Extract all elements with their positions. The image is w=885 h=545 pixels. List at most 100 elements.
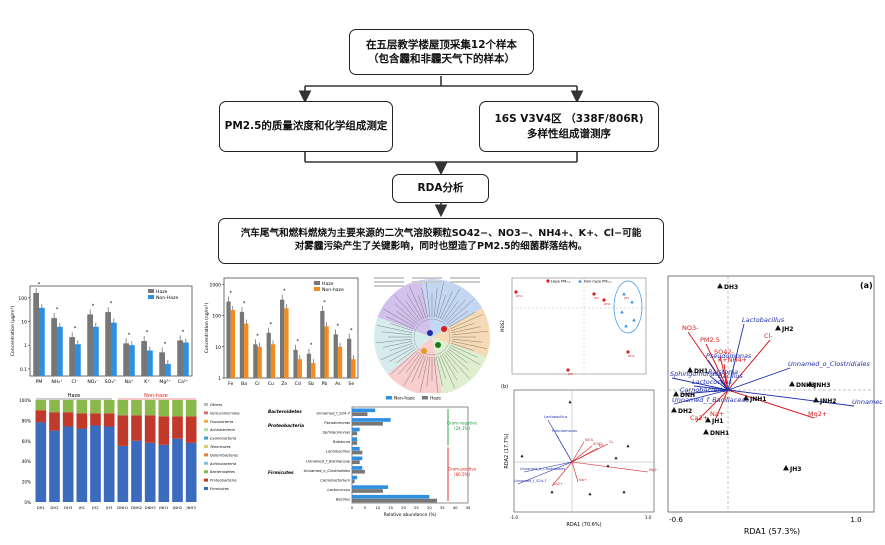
species-arrow (707, 359, 729, 391)
bar-segment-firmicutes (49, 430, 60, 502)
x-tick-label: Mg²⁺ (159, 379, 171, 385)
x-tick-label: 10 (375, 505, 380, 510)
bar-nonhaze (352, 485, 389, 489)
bar-segment-other-phyla (185, 400, 197, 417)
sample-point (687, 367, 693, 373)
ion-label: Na+ (710, 410, 724, 418)
nonhaze-cluster-ellipse (613, 280, 643, 334)
tree-branch (398, 351, 419, 375)
tree-branch (420, 356, 429, 392)
y-axis-label: Concentration (ng/m³) (204, 303, 210, 353)
sample-point (520, 454, 524, 458)
species-label: Lactobacillus (544, 415, 568, 419)
ion-arrow (551, 461, 573, 487)
tree-branch (382, 331, 413, 336)
bar-haze (177, 340, 183, 376)
legend-label-nonhaze: Non-Haze (156, 295, 178, 301)
plot-frame (223, 277, 359, 379)
bar-segment-firmicutes (35, 422, 47, 502)
legend-swatch (204, 436, 208, 440)
legend-swatch (204, 445, 208, 448)
tree-branch (421, 288, 429, 318)
flow-step-sampling: 在五层教学楼屋顶采集12个样本 （包含霾和非霾天气下的样本） (349, 29, 534, 75)
flow-step-sampling-line2: （包含霾和非霾天气下的样本） (368, 53, 515, 65)
sample-point (622, 490, 626, 494)
bar-nonhaze (352, 456, 363, 461)
legend-label: Actinobacteria (209, 462, 236, 466)
legend-label: Acidobacteria (209, 428, 235, 432)
bar-nonhaze (352, 466, 363, 470)
bar-nonhaze (75, 344, 81, 376)
sample-point (743, 395, 749, 401)
bar-nonhaze (129, 345, 135, 376)
ion-label: SO42- (714, 348, 735, 356)
gram-negative-label: Gram-negative (447, 420, 478, 425)
x-tick-label: JH2 (91, 505, 99, 510)
sample-label: JH3 (623, 296, 629, 300)
species-arrow (709, 375, 729, 391)
tree-legend-entry (374, 285, 404, 287)
tree-branch (443, 301, 459, 321)
bar-nonhaze (230, 309, 235, 378)
bar-haze (352, 498, 438, 503)
legend-label-nonhaze: Non-haze (322, 287, 344, 293)
x-tick-label: NO₃⁻ (87, 379, 99, 385)
bar-nonhaze (311, 363, 316, 378)
bar-haze (159, 352, 165, 376)
x-axis-label: RDA1 (70.6%) (566, 522, 601, 528)
y-tick-label: 60% (22, 439, 31, 444)
significance-mark: * (92, 303, 95, 309)
legend-label: Tenericutes (210, 445, 231, 449)
taxon-label: Carnobacterium (320, 479, 350, 483)
x-tick-label: NH₄⁺ (51, 379, 63, 385)
y-axis-label: MDS2 (500, 320, 505, 332)
species-arrow (719, 379, 729, 391)
flow-step-chemistry-label: PM2.5的质量浓度和化学组成测定 (224, 120, 388, 133)
bar-nonhaze (183, 342, 189, 376)
x-tick-label: Ca²⁺ (178, 379, 189, 385)
tree-branch (445, 299, 466, 323)
sample-point (775, 325, 781, 331)
ion-label: NO3- (682, 324, 699, 332)
bar-nonhaze (111, 322, 117, 376)
bar-haze (266, 332, 271, 378)
tree-inner-ring (413, 318, 451, 356)
y-tick-label: 100 (18, 296, 27, 302)
x-tick-label: JNH3 (186, 505, 197, 510)
bar-segment-other-phyla (62, 400, 74, 413)
species-label: Ralstonia (708, 368, 738, 376)
panel-label: (b) (501, 384, 508, 390)
legend-label-nonhaze: Non-haze (394, 396, 415, 402)
x-tick-label: -1.0 (510, 515, 518, 520)
sample-label: DNH3 (796, 382, 815, 389)
tree-branch (380, 344, 414, 360)
bar-haze (33, 293, 39, 376)
bar-segment-other-phyla (103, 400, 115, 414)
species-arrow (727, 367, 791, 391)
bar-haze (105, 312, 111, 376)
tree-branch (425, 281, 431, 318)
bar-segment-other-phyla (117, 400, 129, 416)
plot-frame (351, 406, 469, 504)
bar-haze (320, 310, 325, 378)
ion-arrow (727, 339, 771, 391)
legend-label-haze: Haze (156, 289, 168, 295)
tree-branch (448, 310, 468, 326)
tree-branch (418, 295, 426, 319)
flow-step-sampling-line1: 在五层教学楼屋顶采集12个样本 (365, 38, 518, 51)
tree-highlight-node (441, 326, 447, 332)
bar-haze (352, 441, 358, 445)
bar-segment-firmicutes (103, 426, 115, 502)
tree-branch (418, 355, 426, 379)
sample-point (789, 381, 795, 387)
tree-branch (451, 330, 488, 336)
tree-branch (435, 282, 444, 318)
significance-mark: * (256, 333, 259, 339)
legend-label-haze: Haze (322, 281, 334, 287)
sample-label: JH3 (789, 466, 801, 473)
legend-swatch (204, 478, 208, 482)
tree-legend-entry (374, 281, 404, 283)
bar-segment-other-phyla (35, 400, 47, 411)
